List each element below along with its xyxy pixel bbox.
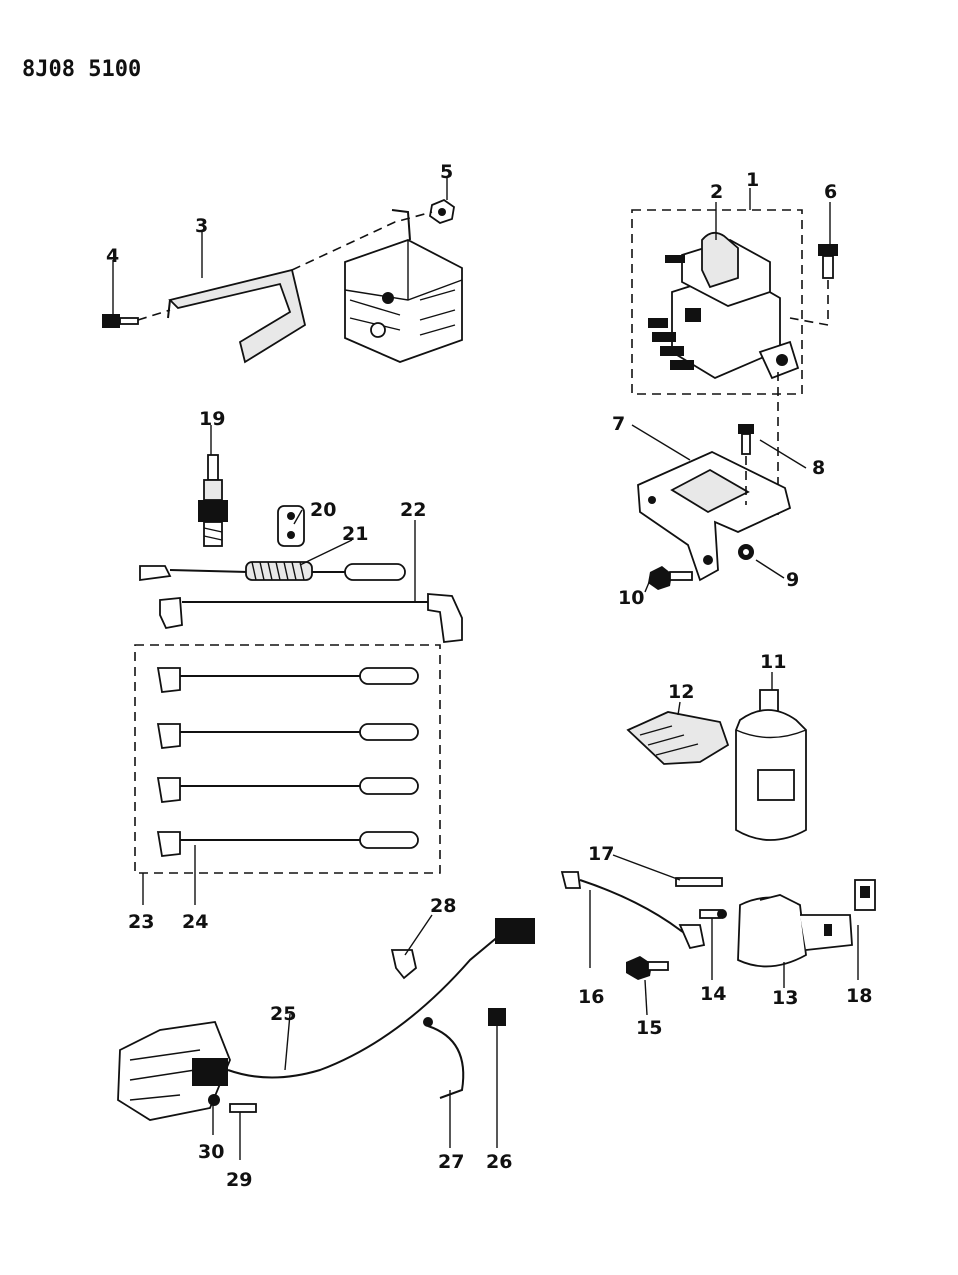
sensor-26 bbox=[488, 1008, 506, 1026]
wire-set-box bbox=[134, 644, 441, 874]
assembly-line bbox=[137, 309, 171, 321]
bolt-10 bbox=[648, 566, 693, 590]
callout-1: 1 bbox=[746, 169, 759, 191]
callout-12: 12 bbox=[668, 681, 694, 703]
callout-3: 3 bbox=[195, 215, 208, 237]
bolt-15 bbox=[626, 956, 669, 980]
nut-5 bbox=[429, 198, 455, 224]
callout-23: 23 bbox=[128, 911, 154, 933]
callout-15: 15 bbox=[636, 1017, 662, 1039]
screw-8 bbox=[738, 424, 754, 455]
sensor-harness bbox=[192, 918, 535, 1086]
callout-14: 14 bbox=[700, 983, 726, 1005]
spark-plug-wire-long bbox=[159, 593, 463, 643]
assembly-line bbox=[789, 280, 829, 326]
callout-19: 19 bbox=[199, 408, 225, 430]
distributor-housing bbox=[344, 209, 463, 363]
bolt-4 bbox=[102, 314, 139, 328]
coil-wire bbox=[139, 561, 406, 582]
callouts: 1 2 3 4 5 6 7 8 9 10 11 12 13 14 15 16 1… bbox=[106, 161, 872, 1191]
callout-8: 8 bbox=[812, 457, 825, 479]
wire-set bbox=[156, 667, 419, 857]
screw-17 bbox=[675, 877, 723, 887]
screw-6 bbox=[818, 244, 838, 279]
ground-strap bbox=[423, 1017, 465, 1099]
module-group-box bbox=[631, 209, 803, 395]
reference-code: 8J08 5100 bbox=[22, 57, 141, 82]
callout-11: 11 bbox=[760, 651, 786, 673]
mounting-bracket bbox=[637, 451, 792, 582]
callout-25: 25 bbox=[270, 1003, 296, 1025]
callout-13: 13 bbox=[772, 987, 798, 1009]
callout-22: 22 bbox=[400, 499, 426, 521]
harness-clip bbox=[390, 949, 417, 980]
wire-separator-clip bbox=[277, 505, 305, 547]
callout-27: 27 bbox=[438, 1151, 464, 1173]
callout-26: 26 bbox=[486, 1151, 512, 1173]
coil-bracket bbox=[737, 894, 853, 968]
callout-21: 21 bbox=[342, 523, 368, 545]
clip-18 bbox=[854, 879, 876, 911]
callout-2: 2 bbox=[710, 181, 723, 203]
spark-plug bbox=[198, 454, 228, 547]
callout-6: 6 bbox=[824, 181, 837, 203]
callout-10: 10 bbox=[618, 587, 644, 609]
callout-9: 9 bbox=[786, 569, 799, 591]
ignition-coil bbox=[735, 689, 807, 841]
bolt-29 bbox=[229, 1103, 257, 1113]
callout-28: 28 bbox=[430, 895, 456, 917]
callout-17: 17 bbox=[588, 843, 614, 865]
assembly-line bbox=[291, 211, 433, 271]
heat-shield bbox=[167, 268, 307, 364]
callout-5: 5 bbox=[440, 161, 453, 183]
callout-29: 29 bbox=[226, 1169, 252, 1191]
callout-4: 4 bbox=[106, 245, 119, 267]
ground-wire bbox=[560, 871, 706, 950]
nut-9 bbox=[738, 544, 754, 560]
callout-30: 30 bbox=[198, 1141, 224, 1163]
leader-lines bbox=[112, 178, 859, 1160]
callout-20: 20 bbox=[310, 499, 336, 521]
screw-14 bbox=[699, 909, 727, 919]
callout-18: 18 bbox=[846, 985, 872, 1007]
washer-30 bbox=[208, 1094, 220, 1106]
callout-7: 7 bbox=[612, 413, 625, 435]
ignition-module bbox=[648, 231, 800, 380]
callout-24: 24 bbox=[182, 911, 208, 933]
callout-16: 16 bbox=[578, 986, 604, 1008]
coil-connector bbox=[626, 711, 730, 765]
engine-block bbox=[117, 1021, 231, 1121]
